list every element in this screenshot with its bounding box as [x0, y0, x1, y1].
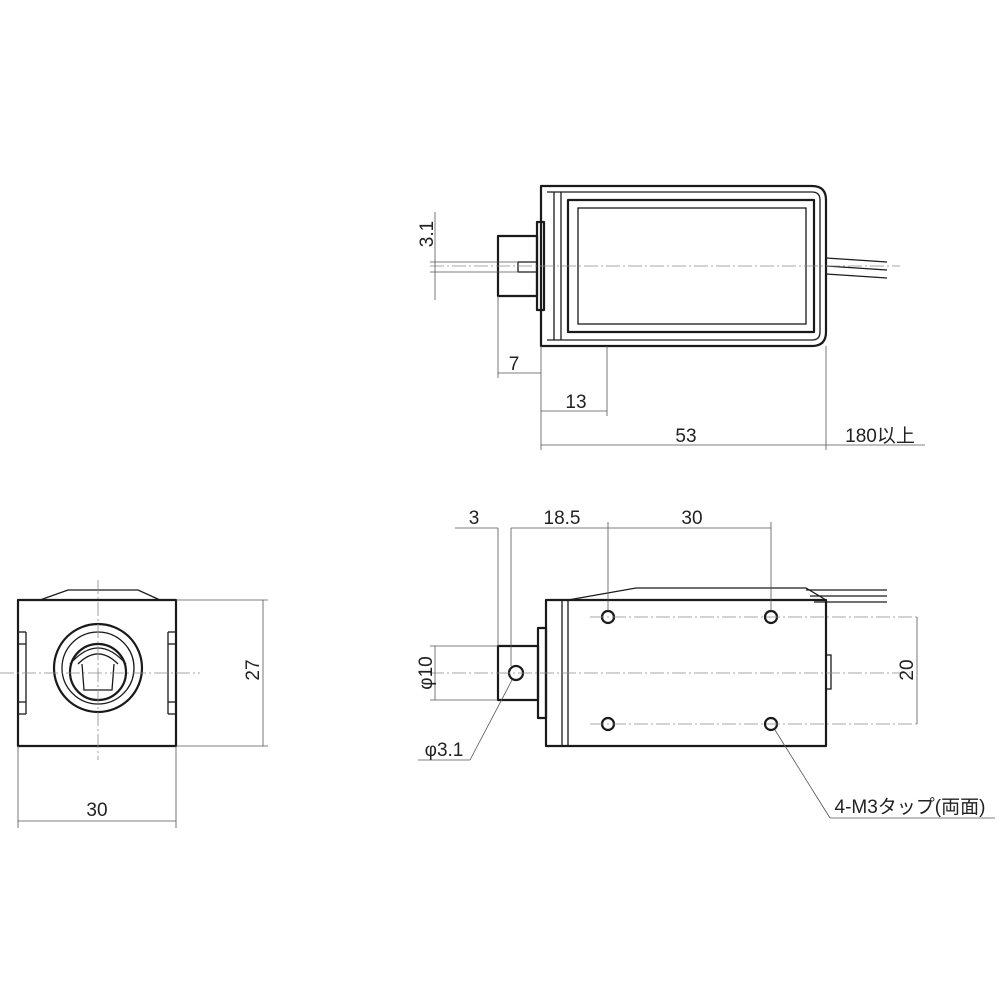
dim-height: 27: [243, 659, 264, 680]
dim-width: 30: [86, 800, 107, 821]
frame-inner-line: [547, 191, 821, 341]
dim-body-length: 53: [675, 426, 696, 447]
dim-pin-dia: φ10: [416, 656, 437, 689]
dim-plunger-offset: 13: [565, 392, 586, 413]
note-taps: 4-M3タップ(両面): [835, 796, 986, 818]
side-view: 3 18.5 30 φ10 φ3.1 20 4-M3タップ(両面): [416, 508, 995, 819]
dim-hole-offset: 18.5: [544, 508, 581, 529]
top-view: 3.1 7 13 53 180以上: [417, 184, 925, 450]
frame-outline: [539, 184, 828, 348]
dim-pin-slot: 3.1: [417, 221, 438, 247]
dim-hole-pitch-v: 20: [897, 659, 918, 680]
dim-hole-spacing: 30: [681, 508, 702, 529]
dim-lead-length: 180以上: [845, 425, 915, 447]
top-cover: [567, 587, 827, 601]
dim-pin-hole-dia: φ3.1: [425, 740, 464, 761]
end-top-cover: [39, 589, 161, 601]
dim-pin-width: 3: [469, 508, 480, 529]
dim-pin-length: 7: [509, 354, 520, 375]
end-view: 27 30: [0, 580, 268, 828]
